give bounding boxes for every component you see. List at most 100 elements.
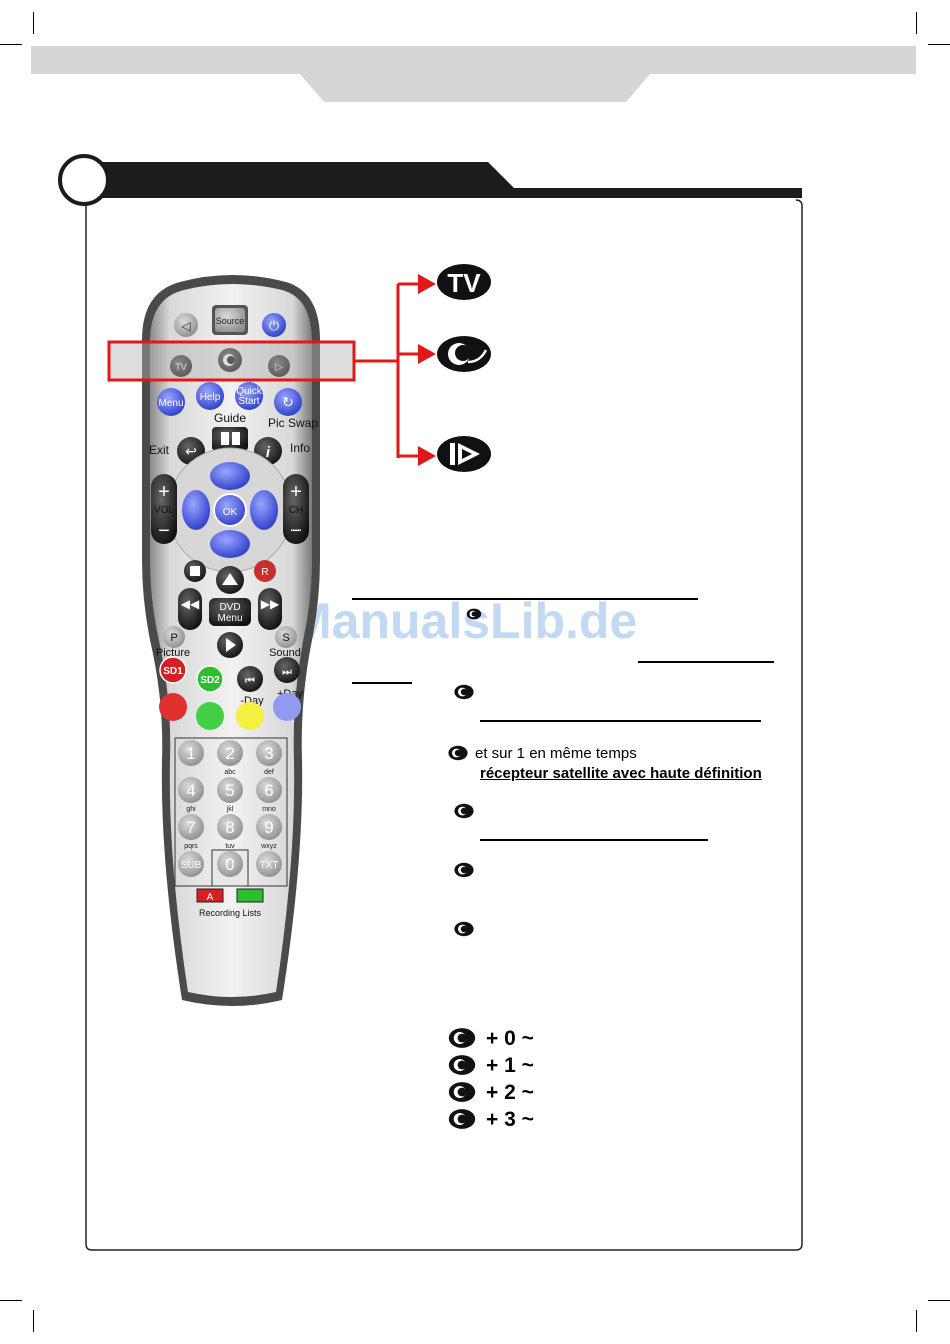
digit-key-label: 0 [225,855,234,874]
satellite-icon [448,1028,476,1048]
watermark: ManualsLib.de [290,593,638,649]
svg-text:+: + [290,481,302,503]
instruction-text: et sur 1 en même temps [475,745,637,762]
info-label: Info [290,441,310,455]
svg-text:↻: ↻ [282,394,294,410]
source-key-label: Source [216,316,245,326]
dvd-menu-label-1: DVD [219,602,240,613]
svg-text:−: − [290,520,302,542]
combo-0: + 0 ~ [486,1027,534,1050]
svg-text:i: i [266,444,271,461]
quick-start-key-label-1: Quick [236,386,263,397]
digit-key [178,814,204,840]
combo-1: + 1 ~ [486,1054,534,1077]
svg-text:⏮: ⏮ [245,675,255,687]
exit-label: Exit [149,443,170,457]
svg-text:▶▶: ▶▶ [261,597,280,611]
picture-label: Picture [156,647,190,659]
digit-key-letters: mno [262,806,276,813]
p-key-label: P [170,632,177,644]
crop-mark [916,1310,917,1332]
rule-line [352,682,412,684]
rec-key-label: R [261,567,268,578]
section-frame [58,154,803,1251]
digit-key [256,777,282,803]
digit-key-label: 3 [264,744,273,763]
digit-key [178,740,204,766]
mode-key-highlight [107,340,356,382]
satellite-icon [466,608,482,620]
digit-key [217,740,243,766]
svg-text:◀◀: ◀◀ [181,597,200,611]
help-key-label: Help [200,392,221,403]
sd2-key-label: SD2 [200,675,220,686]
digit-key-letters: jkl [226,806,234,813]
digit-key [217,851,243,877]
s-key-label: S [282,632,289,644]
digit-key-letters: wxyz [260,843,277,850]
recording-lists-label: Recording Lists [199,908,262,918]
svg-text:↩: ↩ [185,443,197,459]
crop-mark [33,12,34,34]
digit-key-letters: ghi [186,806,196,813]
satellite-icon [454,921,474,937]
svg-text:▷: ▷ [275,362,283,373]
digit-key [178,777,204,803]
digit-key-label: 7 [186,818,195,837]
rule-line [480,720,761,722]
rule-line [352,598,698,600]
vol-label: VOL [154,505,174,516]
crop-mark [916,12,917,34]
digit-key-label: 1 [186,744,195,763]
svg-text:⏻: ⏻ [269,318,279,333]
quick-start-key-label-2: Start [238,396,259,407]
svg-text:+: + [158,481,170,503]
combo-3: + 3 ~ [486,1108,534,1131]
satellite-icon [448,745,468,761]
crop-mark [0,1300,22,1301]
crop-mark [33,1310,34,1332]
crop-mark [0,44,22,45]
crop-mark [928,1300,950,1301]
txt-key-label: TXT [260,860,279,871]
digit-key [256,814,282,840]
digit-key [256,740,282,766]
digit-key-label: 6 [264,781,273,800]
satellite-icon [454,684,474,700]
rule-line [480,839,708,841]
digit-key-label: 2 [225,744,234,763]
digit-key-label: 5 [225,781,234,800]
digit-key-letters: def [264,769,274,776]
satellite-icon [448,1082,476,1102]
ok-key-label: OK [223,507,238,518]
tv-key-label: TV [175,362,187,372]
sd1-key-label: SD1 [163,666,183,677]
digit-key-letters: pqrs [184,843,198,850]
rule-line [638,661,774,663]
menu-key-label: Menu [158,398,183,409]
crop-mark [928,44,950,45]
pic-swap-label: Pic Swap [268,416,318,430]
digit-key [217,814,243,840]
svg-text:−: − [158,520,170,542]
page-header-band [31,46,916,102]
digit-key-label: 9 [264,818,273,837]
dvd-menu-label-2: Menu [217,613,242,624]
tv-mode-badge: TV [447,268,481,298]
satellite-icon [454,803,474,819]
sound-label: Sound [269,647,301,659]
ch-label: CH [289,505,303,516]
rec-list-a-label: A [207,892,214,903]
sub-key-label: SUB [181,860,202,871]
svg-text:◁: ◁ [181,319,191,333]
satellite-icon [448,1109,476,1129]
digit-key-letters: abc [224,769,236,776]
instruction-emphasis: récepteur satellite avec haute définitio… [480,765,762,782]
digit-key [217,777,243,803]
satellite-icon [448,1055,476,1075]
guide-label: Guide [214,411,246,425]
svg-text:⏭: ⏭ [282,666,292,678]
digit-key-label: 4 [186,781,195,800]
